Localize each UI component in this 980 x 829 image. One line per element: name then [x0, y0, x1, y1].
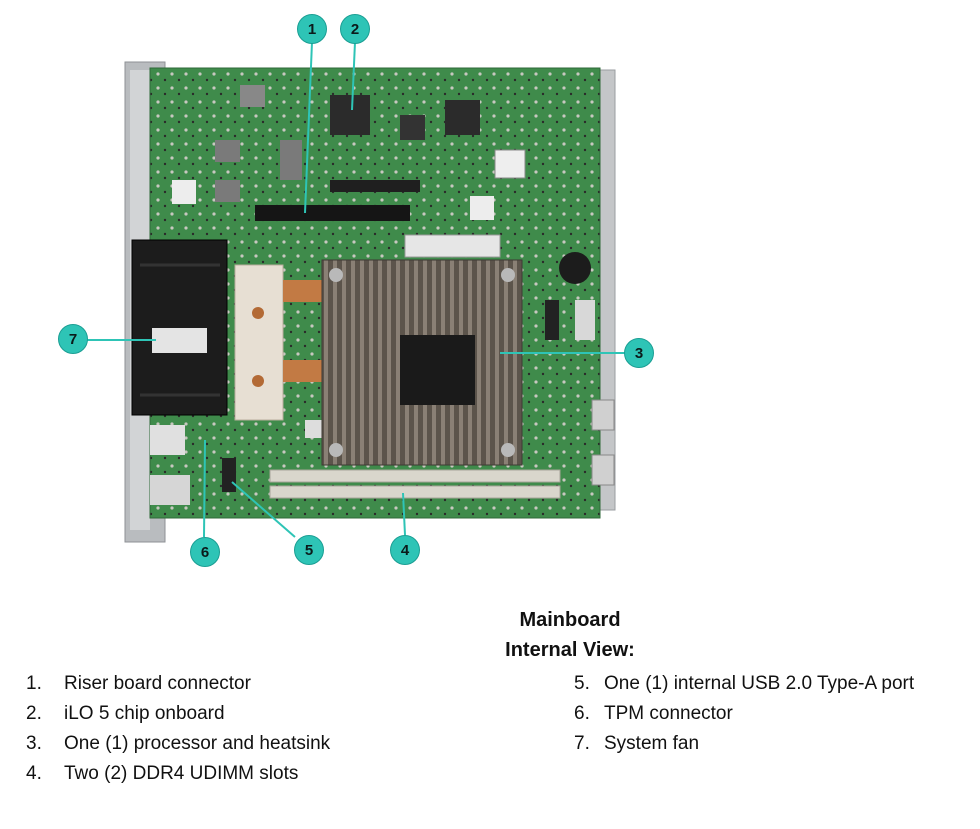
legend-item: 3.One (1) processor and heatsink — [26, 733, 331, 754]
heatpipe-block — [234, 264, 323, 421]
leader-lines — [86, 41, 625, 538]
io-brackets — [591, 399, 615, 486]
legend-item: 5.One (1) internal USB 2.0 Type-A port — [574, 673, 915, 694]
callout-6: 6 — [190, 537, 220, 567]
legend-item: 7.System fan — [574, 733, 700, 754]
legend-item: 4.Two (2) DDR4 UDIMM slots — [26, 763, 299, 784]
legend-item: 1.Riser board connector — [26, 673, 251, 694]
heatsink — [321, 259, 523, 466]
legend-left: 1.Riser board connector 2.iLO 5 chip onb… — [26, 669, 330, 789]
dimm-slots — [269, 469, 561, 499]
legend-item: 2.iLO 5 chip onboard — [26, 703, 225, 724]
riser-connector — [255, 205, 410, 221]
mainboard-photo — [86, 41, 625, 543]
callout-7: 7 — [58, 324, 88, 354]
callout-1: 1 — [297, 14, 327, 44]
caption-title: Mainboard — [519, 609, 621, 631]
legend-item: 6.TPM connector — [574, 703, 733, 724]
callout-5: 5 — [294, 535, 324, 565]
caption-subtitle: Internal View: — [505, 639, 635, 661]
callout-4: 4 — [390, 535, 420, 565]
callout-3: 3 — [624, 338, 654, 368]
system-fan — [131, 239, 228, 416]
callout-2: 2 — [340, 14, 370, 44]
legend-right: 5.One (1) internal USB 2.0 Type-A port 6… — [574, 669, 914, 759]
